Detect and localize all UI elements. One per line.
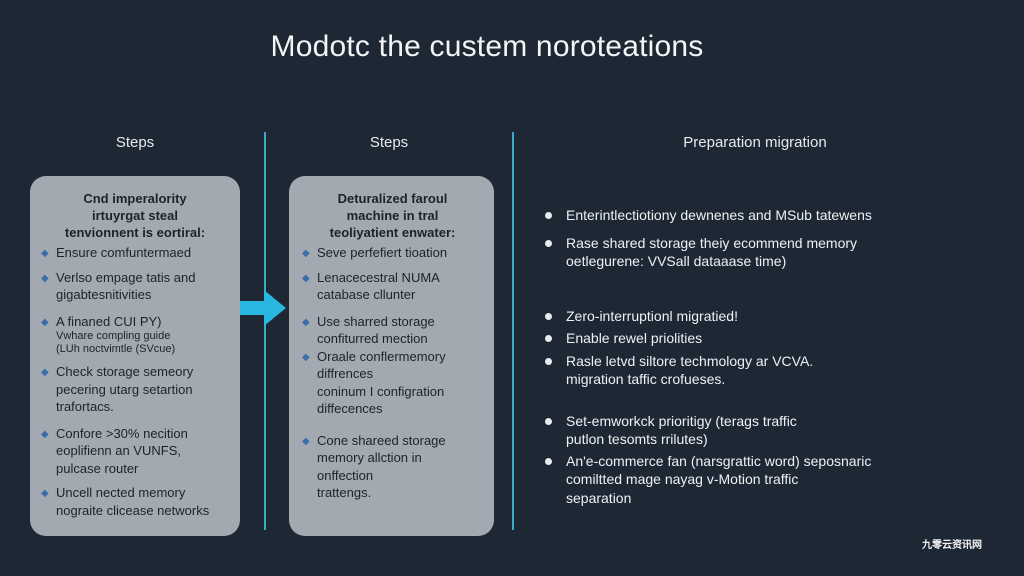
step-text: Cone shareed storage: [317, 432, 446, 448]
card-heading-line: irtuyrgat steal: [92, 208, 178, 223]
card-heading-line: machine in tral: [346, 208, 439, 223]
bullet-item: Set-emworkck prioritigy (terags traffic …: [542, 412, 972, 449]
bullet-text: Enterintlectiotiony dewnenes and MSub ta…: [566, 207, 872, 223]
column-divider-2: [512, 132, 514, 530]
step-text: Verlso empage tatis and: [56, 269, 196, 285]
step-item: ◆ Cone shareed storage memory allction i…: [301, 432, 484, 502]
bullet-dot-icon: [545, 212, 552, 219]
bullet-text: migration taffic crofueses.: [566, 371, 726, 387]
check-icon: ◆: [302, 316, 310, 328]
step-item: ◆ A finaned CUI PY) Vwhare compling guid…: [40, 313, 230, 357]
step-text: Check storage semeory: [56, 364, 194, 379]
column-header-steps-2: Steps: [369, 134, 409, 151]
step-text: memory allction in: [317, 450, 422, 465]
step-item: ◆ Lenacecestral NUMA catabase cllunter: [301, 269, 484, 304]
step-text: Use sharred storage: [317, 313, 435, 329]
bullet-dot-icon: [545, 312, 552, 320]
check-icon: ◆: [41, 428, 49, 440]
bullet-dot-icon: [545, 239, 552, 247]
step-text: trafortacs.: [56, 399, 114, 414]
check-icon: ◆: [302, 351, 310, 363]
step-text: Oraale conflermemory: [317, 348, 446, 364]
bullet-item: Enable rewel priolities: [542, 329, 972, 348]
step-text: onffection: [317, 467, 374, 483]
bullet-item: An'e-commerce fan (narsgrattic word) sep…: [542, 452, 972, 508]
step-subtext: Vwhare compling guide: [56, 330, 171, 342]
steps-card-1: Cnd imperalority irtuyrgat steal tenvion…: [30, 176, 240, 536]
step-text: eoplifienn an VUNFS,: [56, 443, 182, 458]
column-divider-1: [264, 132, 266, 530]
bullet-item: Zero-interruptionl migratied!: [542, 307, 972, 326]
bullet-text: Rasle letvd siltore techmology ar VCVA.: [566, 352, 814, 369]
bullet-text: Zero-interruptionl migratied!: [566, 307, 738, 324]
step-text: catabase cllunter: [317, 287, 416, 302]
check-icon: ◆: [302, 248, 310, 259]
step-text: coninum I configration: [317, 383, 445, 399]
bullet-text: separation: [566, 489, 632, 506]
step-text: Seve perfefiert tioation: [317, 245, 448, 260]
step-item: ◆ Check storage semeory pecering utarg s…: [40, 363, 230, 416]
column-header-steps-1: Steps: [115, 134, 155, 151]
card-heading-line: tenvionnent is eortiral:: [64, 225, 206, 240]
card-heading: Deturalized faroul machine in tral teoli…: [301, 190, 484, 241]
card-heading-line: Cnd imperalority: [83, 191, 187, 206]
check-icon: ◆: [41, 316, 49, 328]
bullet-text: Rase shared storage theiy ecommend memor…: [566, 234, 858, 251]
step-text: confiturred mection: [317, 331, 428, 346]
step-text: nograite clicease networks: [56, 502, 210, 518]
bullet-item: Enterintlectiotiony dewnenes and MSub ta…: [542, 206, 972, 225]
step-item: ◆ Oraale conflermemory diffrences coninu…: [301, 348, 484, 418]
bullet-dot-icon: [545, 357, 552, 365]
card-heading: Cnd imperalority irtuyrgat steal tenvion…: [40, 190, 230, 241]
step-text: pulcase router: [56, 460, 139, 476]
step-text: pecering utarg setartion: [56, 381, 193, 397]
bullet-text: An'e-commerce fan (narsgrattic word) sep…: [566, 452, 872, 469]
bullet-item: Rasle letvd siltore techmology ar VCVA. …: [542, 352, 972, 389]
bullet-text: putlon tesomts rrilutes): [566, 431, 708, 447]
step-item: ◆ Verlso empage tatis and gigabtesnitivi…: [40, 269, 230, 304]
step-text: Lenacecestral NUMA: [317, 269, 440, 285]
step-item: ◆ Uncell nected memory nograite clicease…: [40, 484, 230, 519]
check-icon: ◆: [41, 488, 49, 499]
step-text: diffrences: [317, 366, 374, 381]
check-icon: ◆: [302, 435, 310, 447]
bullet-dot-icon: [545, 417, 552, 425]
step-text: trattengs.: [317, 485, 372, 500]
column-header-preparation: Preparation migration: [683, 134, 827, 151]
bullet-text: comiltted mage nayag v-Motion traffic: [566, 471, 799, 487]
step-text: diffecences: [317, 401, 383, 416]
bullet-dot-icon: [545, 457, 552, 465]
preparation-list: Enterintlectiotiony dewnenes and MSub ta…: [542, 206, 972, 507]
step-text: Confore >30% necition: [56, 425, 188, 441]
step-item: ◆ Confore >30% necition eoplifienn an VU…: [40, 425, 230, 478]
bullet-text: oetlegurene: VVSall dataaase time): [566, 253, 787, 269]
step-text: Ensure comfuntermaed: [56, 245, 192, 260]
check-icon: ◆: [41, 272, 49, 284]
check-icon: ◆: [41, 367, 49, 378]
watermark-text: 九零云资讯网: [922, 540, 982, 551]
card-heading-line: Deturalized faroul: [337, 191, 448, 206]
steps-card-2: Deturalized faroul machine in tral teoli…: [289, 176, 494, 536]
step-item: ◆ Use sharred storage confiturred mectio…: [301, 313, 484, 348]
step-text: A finaned CUI PY): [56, 313, 162, 329]
step-text: gigabtesnitivities: [56, 287, 152, 302]
bullet-item: Rase shared storage theiy ecommend memor…: [542, 234, 972, 271]
step-subtext: (LUh noctvimtle (SVcue): [56, 343, 176, 355]
step-item: ◆ Ensure comfuntermaed: [40, 244, 230, 262]
check-icon: ◆: [41, 248, 49, 259]
page-title: Modotc the custem noroteations: [270, 30, 704, 63]
step-item: ◆ Seve perfefiert tioation: [301, 244, 484, 262]
bullet-text: Set-emworkck prioritigy (terags traffic: [566, 412, 797, 429]
card-heading-line: teoliyatient enwater:: [329, 225, 456, 240]
arrow-right-icon: [240, 290, 286, 326]
bullet-text: Enable rewel priolities: [566, 330, 703, 346]
check-icon: ◆: [302, 272, 310, 284]
bullet-dot-icon: [545, 335, 552, 342]
step-text: Uncell nected memory: [56, 485, 186, 500]
